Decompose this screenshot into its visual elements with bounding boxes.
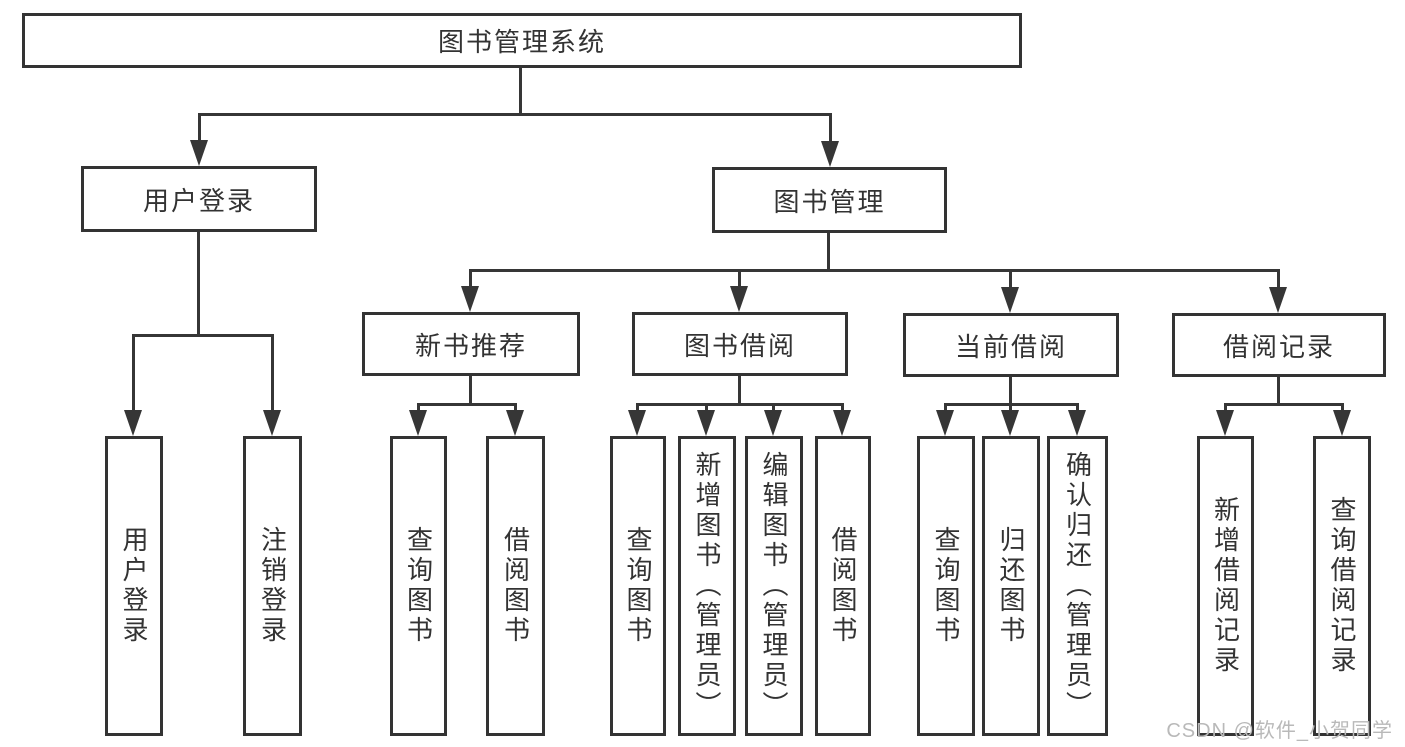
connector-line xyxy=(1340,404,1344,414)
connector-line xyxy=(416,402,517,406)
node-borrow-records: 借阅记录 xyxy=(1172,313,1386,377)
connector-line xyxy=(131,335,135,414)
node-leaf-user-login: 用户登录 xyxy=(105,436,163,736)
node-system: 图书管理系统 xyxy=(22,13,1022,68)
connector-line xyxy=(1276,270,1280,291)
node-book-management: 图书管理 xyxy=(712,167,947,233)
node-leaf-confirm-return: 确认归还（管理员） xyxy=(1047,436,1108,736)
connector-arrow-icon xyxy=(1269,287,1287,313)
node-leaf-query-record: 查询借阅记录 xyxy=(1313,436,1371,736)
connector-line xyxy=(270,335,274,414)
connector-line xyxy=(416,404,420,414)
watermark: CSDN @软件_小贺同学 xyxy=(1166,720,1393,742)
connector-line xyxy=(840,404,844,414)
connector-line xyxy=(1223,404,1227,414)
connector-line xyxy=(197,114,201,144)
connector-arrow-icon xyxy=(263,410,281,436)
connector-line xyxy=(518,66,522,116)
node-leaf-add-book: 新增图书（管理员） xyxy=(678,436,736,736)
node-user-login-group: 用户登录 xyxy=(81,166,317,232)
connector-arrow-icon xyxy=(936,410,954,436)
connector-line xyxy=(131,333,274,337)
connector-arrow-icon xyxy=(506,410,524,436)
connector-line xyxy=(635,404,639,414)
connector-arrow-icon xyxy=(1333,410,1351,436)
node-leaf-query-book-2: 查询图书 xyxy=(610,436,666,736)
node-leaf-query-book-1: 查询图书 xyxy=(390,436,447,736)
connector-arrow-icon xyxy=(190,140,208,166)
connector-line xyxy=(513,404,517,414)
connector-line xyxy=(737,270,741,290)
connector-line xyxy=(1008,375,1012,406)
node-leaf-logout: 注销登录 xyxy=(243,436,302,736)
connector-line xyxy=(1223,402,1344,406)
connector-line xyxy=(468,268,1280,272)
connector-line xyxy=(468,270,472,290)
connector-line xyxy=(737,374,741,406)
node-current-borrow: 当前借阅 xyxy=(903,313,1119,377)
connector-arrow-icon xyxy=(764,410,782,436)
connector-arrow-icon xyxy=(833,410,851,436)
connector-arrow-icon xyxy=(461,286,479,312)
node-leaf-add-record: 新增借阅记录 xyxy=(1197,436,1254,736)
connector-arrow-icon xyxy=(730,286,748,312)
connector-arrow-icon xyxy=(1001,287,1019,313)
connector-line xyxy=(635,402,844,406)
node-leaf-query-book-3: 查询图书 xyxy=(917,436,975,736)
connector-arrow-icon xyxy=(409,410,427,436)
node-leaf-return-book: 归还图书 xyxy=(982,436,1040,736)
node-leaf-edit-book: 编辑图书（管理员） xyxy=(745,436,803,736)
connector-arrow-icon xyxy=(1216,410,1234,436)
connector-line xyxy=(1075,404,1079,414)
connector-line xyxy=(704,404,708,414)
node-book-borrow: 图书借阅 xyxy=(632,312,848,376)
connector-arrow-icon xyxy=(1068,410,1086,436)
connector-arrow-icon xyxy=(628,410,646,436)
connector-line xyxy=(196,230,200,337)
connector-arrow-icon xyxy=(697,410,715,436)
connector-line xyxy=(1008,270,1012,291)
connector-line xyxy=(828,114,832,145)
node-leaf-borrow-book-1: 借阅图书 xyxy=(486,436,545,736)
connector-arrow-icon xyxy=(821,141,839,167)
connector-arrow-icon xyxy=(1001,410,1019,436)
connector-line xyxy=(1276,375,1280,406)
connector-arrow-icon xyxy=(124,410,142,436)
connector-line xyxy=(771,404,775,414)
connector-line xyxy=(1008,404,1012,414)
connector-line xyxy=(826,231,830,272)
node-new-book-recommend: 新书推荐 xyxy=(362,312,580,376)
connector-line xyxy=(943,404,947,414)
node-leaf-borrow-book-2: 借阅图书 xyxy=(815,436,871,736)
connector-line xyxy=(197,112,832,116)
connector-line xyxy=(468,374,472,406)
